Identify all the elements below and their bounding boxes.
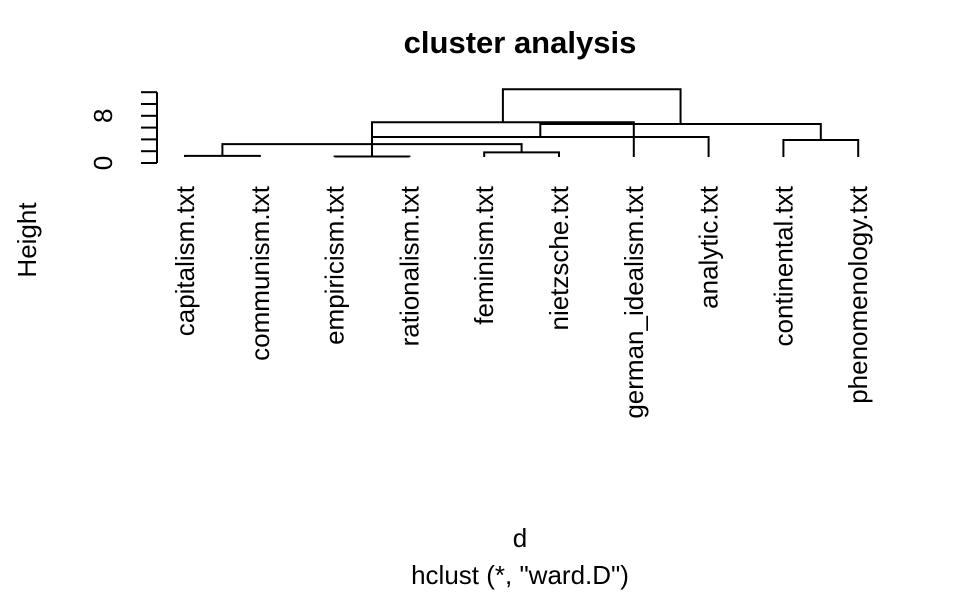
leaf-label: rationalism.txt: [394, 185, 424, 346]
y-axis: 08: [88, 91, 158, 170]
leaf-label: continental.txt: [768, 185, 798, 346]
leaf-label: feminism.txt: [469, 185, 499, 324]
leaf-label: nietzsche.txt: [544, 185, 574, 330]
y-tick-label: 0: [88, 156, 118, 170]
dendrogram-branch: [483, 151, 560, 157]
leaf-label: communism.txt: [245, 185, 275, 361]
dendrogram-branch: [371, 136, 710, 157]
chart-title: cluster analysis: [404, 25, 637, 60]
leaf-label: analytic.txt: [694, 185, 724, 309]
dendrogram-branch: [501, 88, 682, 125]
method-subtitle: hclust (*, "ward.D"): [411, 560, 629, 590]
leaf-label: capitalism.txt: [170, 185, 200, 336]
y-tick-label: 8: [88, 109, 118, 123]
leaf-label: german_idealism.txt: [619, 185, 649, 418]
dendrogram-tree: [184, 88, 860, 158]
x-axis-label: d: [513, 523, 527, 553]
dendrogram-branch: [184, 154, 261, 157]
y-axis-label: Height: [12, 202, 42, 278]
leaf-label: empiricism.txt: [320, 185, 350, 345]
leaf-label: phenomenology.txt: [843, 185, 873, 404]
leaf-labels: capitalism.txt communism.txt empiricism.tx…: [170, 185, 873, 418]
dendrogram-branch: [782, 138, 860, 157]
